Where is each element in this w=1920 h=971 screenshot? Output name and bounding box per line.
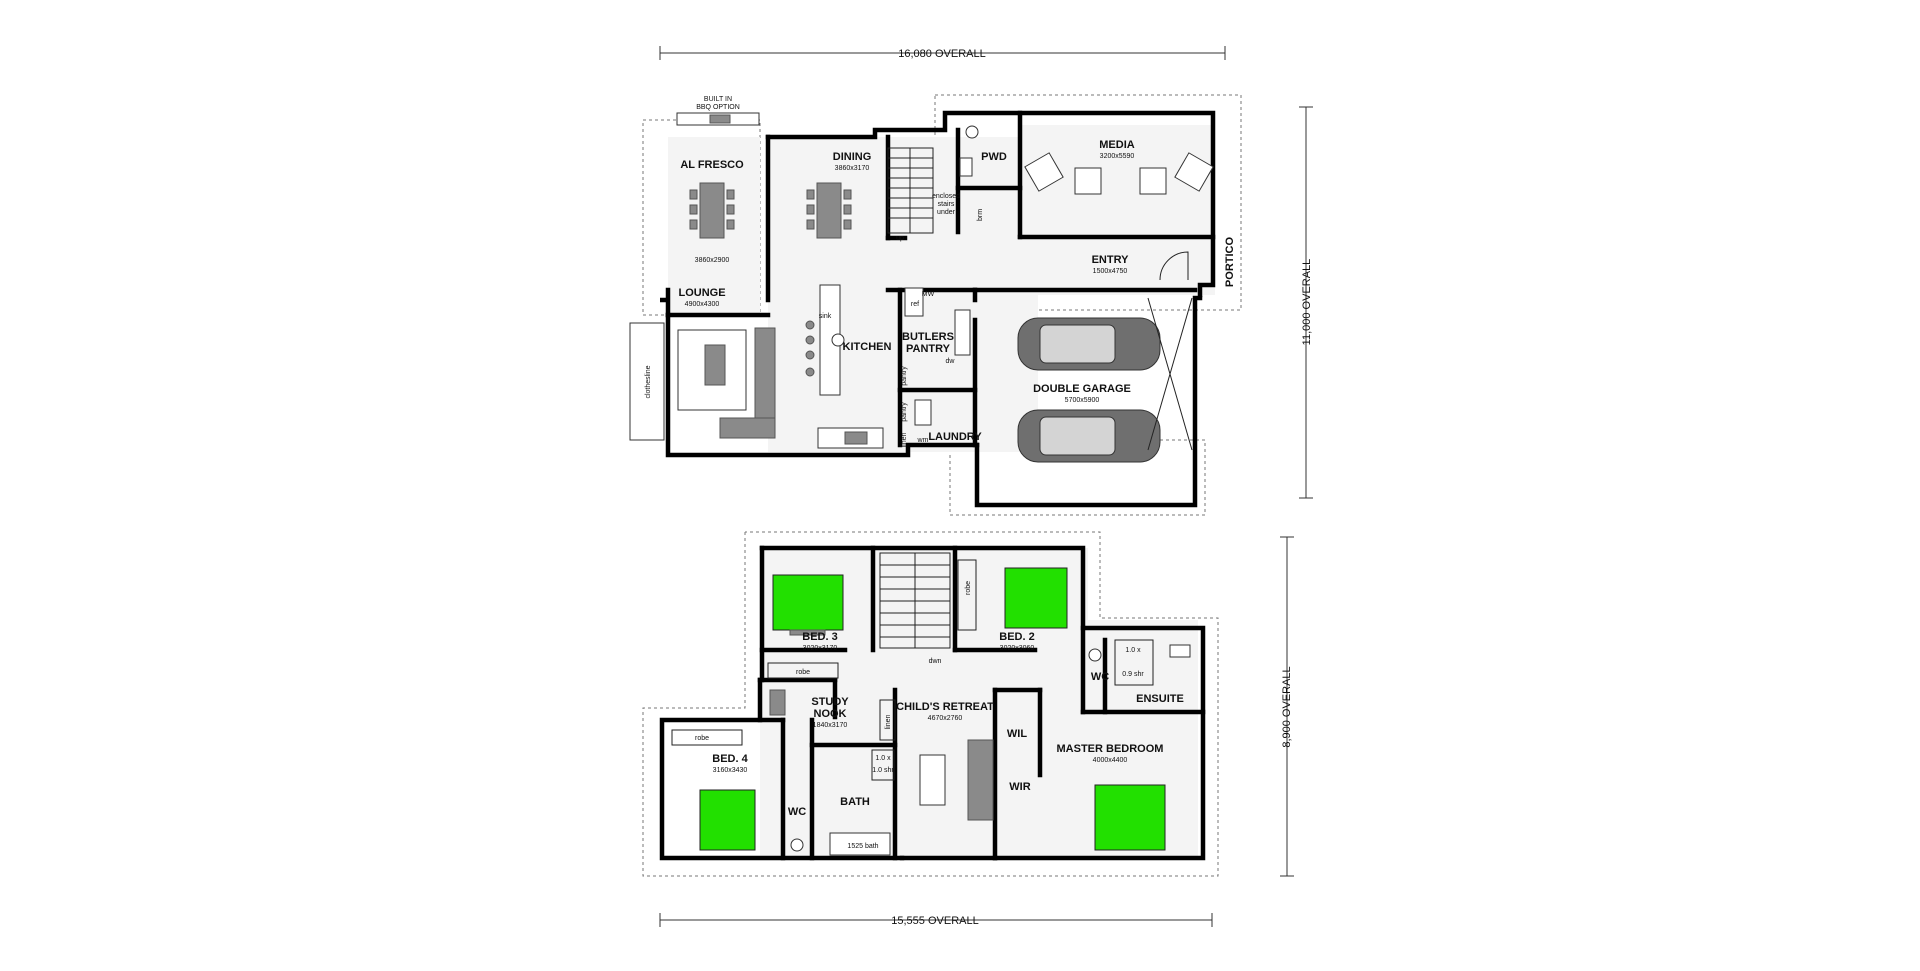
master-bed-icon [1094, 784, 1166, 851]
clothesline-label: clothesline [645, 365, 652, 398]
wm-label: wm [917, 437, 929, 444]
wc-ensuite-label: WC [1091, 671, 1109, 683]
study-label-2: NOOK [814, 708, 847, 720]
entry-label: ENTRY [1092, 254, 1130, 266]
bed4-bed-icon [699, 789, 756, 851]
dwn-label: dwn [929, 658, 942, 665]
stair-note-1: enclosed [932, 193, 960, 200]
ens-shr-label-2: 0.9 shr [1122, 671, 1144, 678]
ground-stairs-icon [887, 147, 934, 234]
bbq-icon [709, 114, 731, 124]
toilet-icon [965, 125, 979, 139]
ensuite-label: ENSUITE [1136, 693, 1184, 705]
bed3-bed-icon [772, 574, 844, 631]
sink-icon [831, 333, 845, 347]
stair-note-3: under [937, 209, 956, 216]
linen-label: linen [901, 433, 908, 448]
butlers-label-1: BUTLERS [902, 331, 954, 343]
first-overall-width: 15,555 OVERALL [891, 915, 978, 927]
study-label-1: STUDY [811, 696, 849, 708]
entry-dims: 1500x4750 [1093, 268, 1128, 275]
dw-label: dw [946, 358, 956, 365]
ground-overall-width: 16,080 OVERALL [898, 48, 985, 60]
retreat-dims: 4670x2760 [928, 715, 963, 722]
master-label: MASTER BEDROOM [1057, 743, 1164, 755]
bed4-label: BED. 4 [712, 753, 748, 765]
car-icon-1 [1017, 317, 1161, 371]
brm-label: brm [977, 209, 984, 221]
alfresco-table-icon [689, 182, 735, 239]
laundry-label: LAUNDRY [928, 431, 982, 443]
wc-bath-label: WC [788, 806, 806, 818]
study-dims: 1840x3170 [813, 722, 848, 729]
ground-floor-plan: 16,080 OVERALL 11,000 OVERALL [629, 46, 1313, 516]
bath-shr-label-2: 1.0 shr [872, 767, 894, 774]
dining-label: DINING [833, 151, 872, 163]
media-chairs-icon [1024, 152, 1214, 195]
alfresco-label: AL FRESCO [680, 159, 744, 171]
clothesline-icon [629, 322, 665, 441]
garage-label: DOUBLE GARAGE [1033, 383, 1131, 395]
ref-label: ref [911, 301, 919, 308]
bed3-dims: 3020x3170 [803, 645, 838, 652]
stair-note-2: stairs [938, 201, 955, 208]
bath-label: BATH [840, 796, 870, 808]
bath-tub-label: 1525 bath [847, 843, 878, 850]
media-dims: 3200x5590 [1100, 153, 1135, 160]
dining-dims: 3860x3170 [835, 165, 870, 172]
bed4-dims: 3160x3430 [713, 767, 748, 774]
first-floor-plan: 15,555 OVERALL 8,900 OVERALL [642, 531, 1294, 927]
retreat-label: CHILD'S RETREAT [896, 701, 994, 713]
lounge-label: LOUNGE [678, 287, 725, 299]
pantry-label-2: pantry [901, 402, 908, 422]
lounge-sofa-icon [677, 327, 776, 439]
ground-overall-depth: 11,000 OVERALL [1301, 259, 1313, 346]
portico-label: PORTICO [1224, 237, 1236, 288]
media-label: MEDIA [1099, 139, 1135, 151]
linen-first-label: linen [885, 715, 892, 730]
alfresco-dims: 3860x2900 [695, 257, 730, 264]
bed2-dims: 3020x3060 [1000, 645, 1035, 652]
bath-tub-icon [829, 832, 891, 856]
wil-label: WIL [1007, 728, 1027, 740]
pwd-label: PWD [981, 151, 1007, 163]
master-dims: 4000x4400 [1093, 757, 1128, 764]
bed3-label: BED. 3 [802, 631, 837, 643]
bbq-label-1: BUILT IN [704, 96, 732, 103]
bed2-label: BED. 2 [999, 631, 1034, 643]
upper-outline [934, 94, 1242, 311]
pantry-label-1: pantry [901, 366, 908, 386]
wir-label: WIR [1009, 781, 1030, 793]
mw-label: MW [922, 291, 935, 298]
butlers-label-2: PANTRY [906, 343, 951, 355]
bath-shr-label-1: 1.0 x [875, 755, 891, 762]
robe-bed4-label: robe [695, 735, 709, 742]
bbq-label-2: BBQ OPTION [696, 104, 740, 111]
lounge-dims: 4900x4300 [685, 301, 720, 308]
robe-bed3-label: robe [796, 669, 810, 676]
sink-label: sink [819, 313, 832, 320]
entry-door-icon [1159, 251, 1189, 281]
first-stairs-icon [879, 552, 951, 649]
robe-bed2-label: robe [965, 581, 972, 595]
garage-dims: 5700x5900 [1065, 397, 1100, 404]
first-overall-depth: 8,900 OVERALL [1281, 666, 1293, 747]
stairs-up-label: up [896, 235, 904, 242]
kitchen-label: KITCHEN [843, 341, 892, 353]
dining-table-icon [806, 182, 852, 239]
retreat-sofa-icon [919, 739, 994, 821]
ens-shr-label-1: 1.0 x [1125, 647, 1141, 654]
bed2-bed-icon [1004, 567, 1068, 629]
car-icon-2 [1017, 409, 1161, 463]
basin-icon [959, 157, 973, 177]
